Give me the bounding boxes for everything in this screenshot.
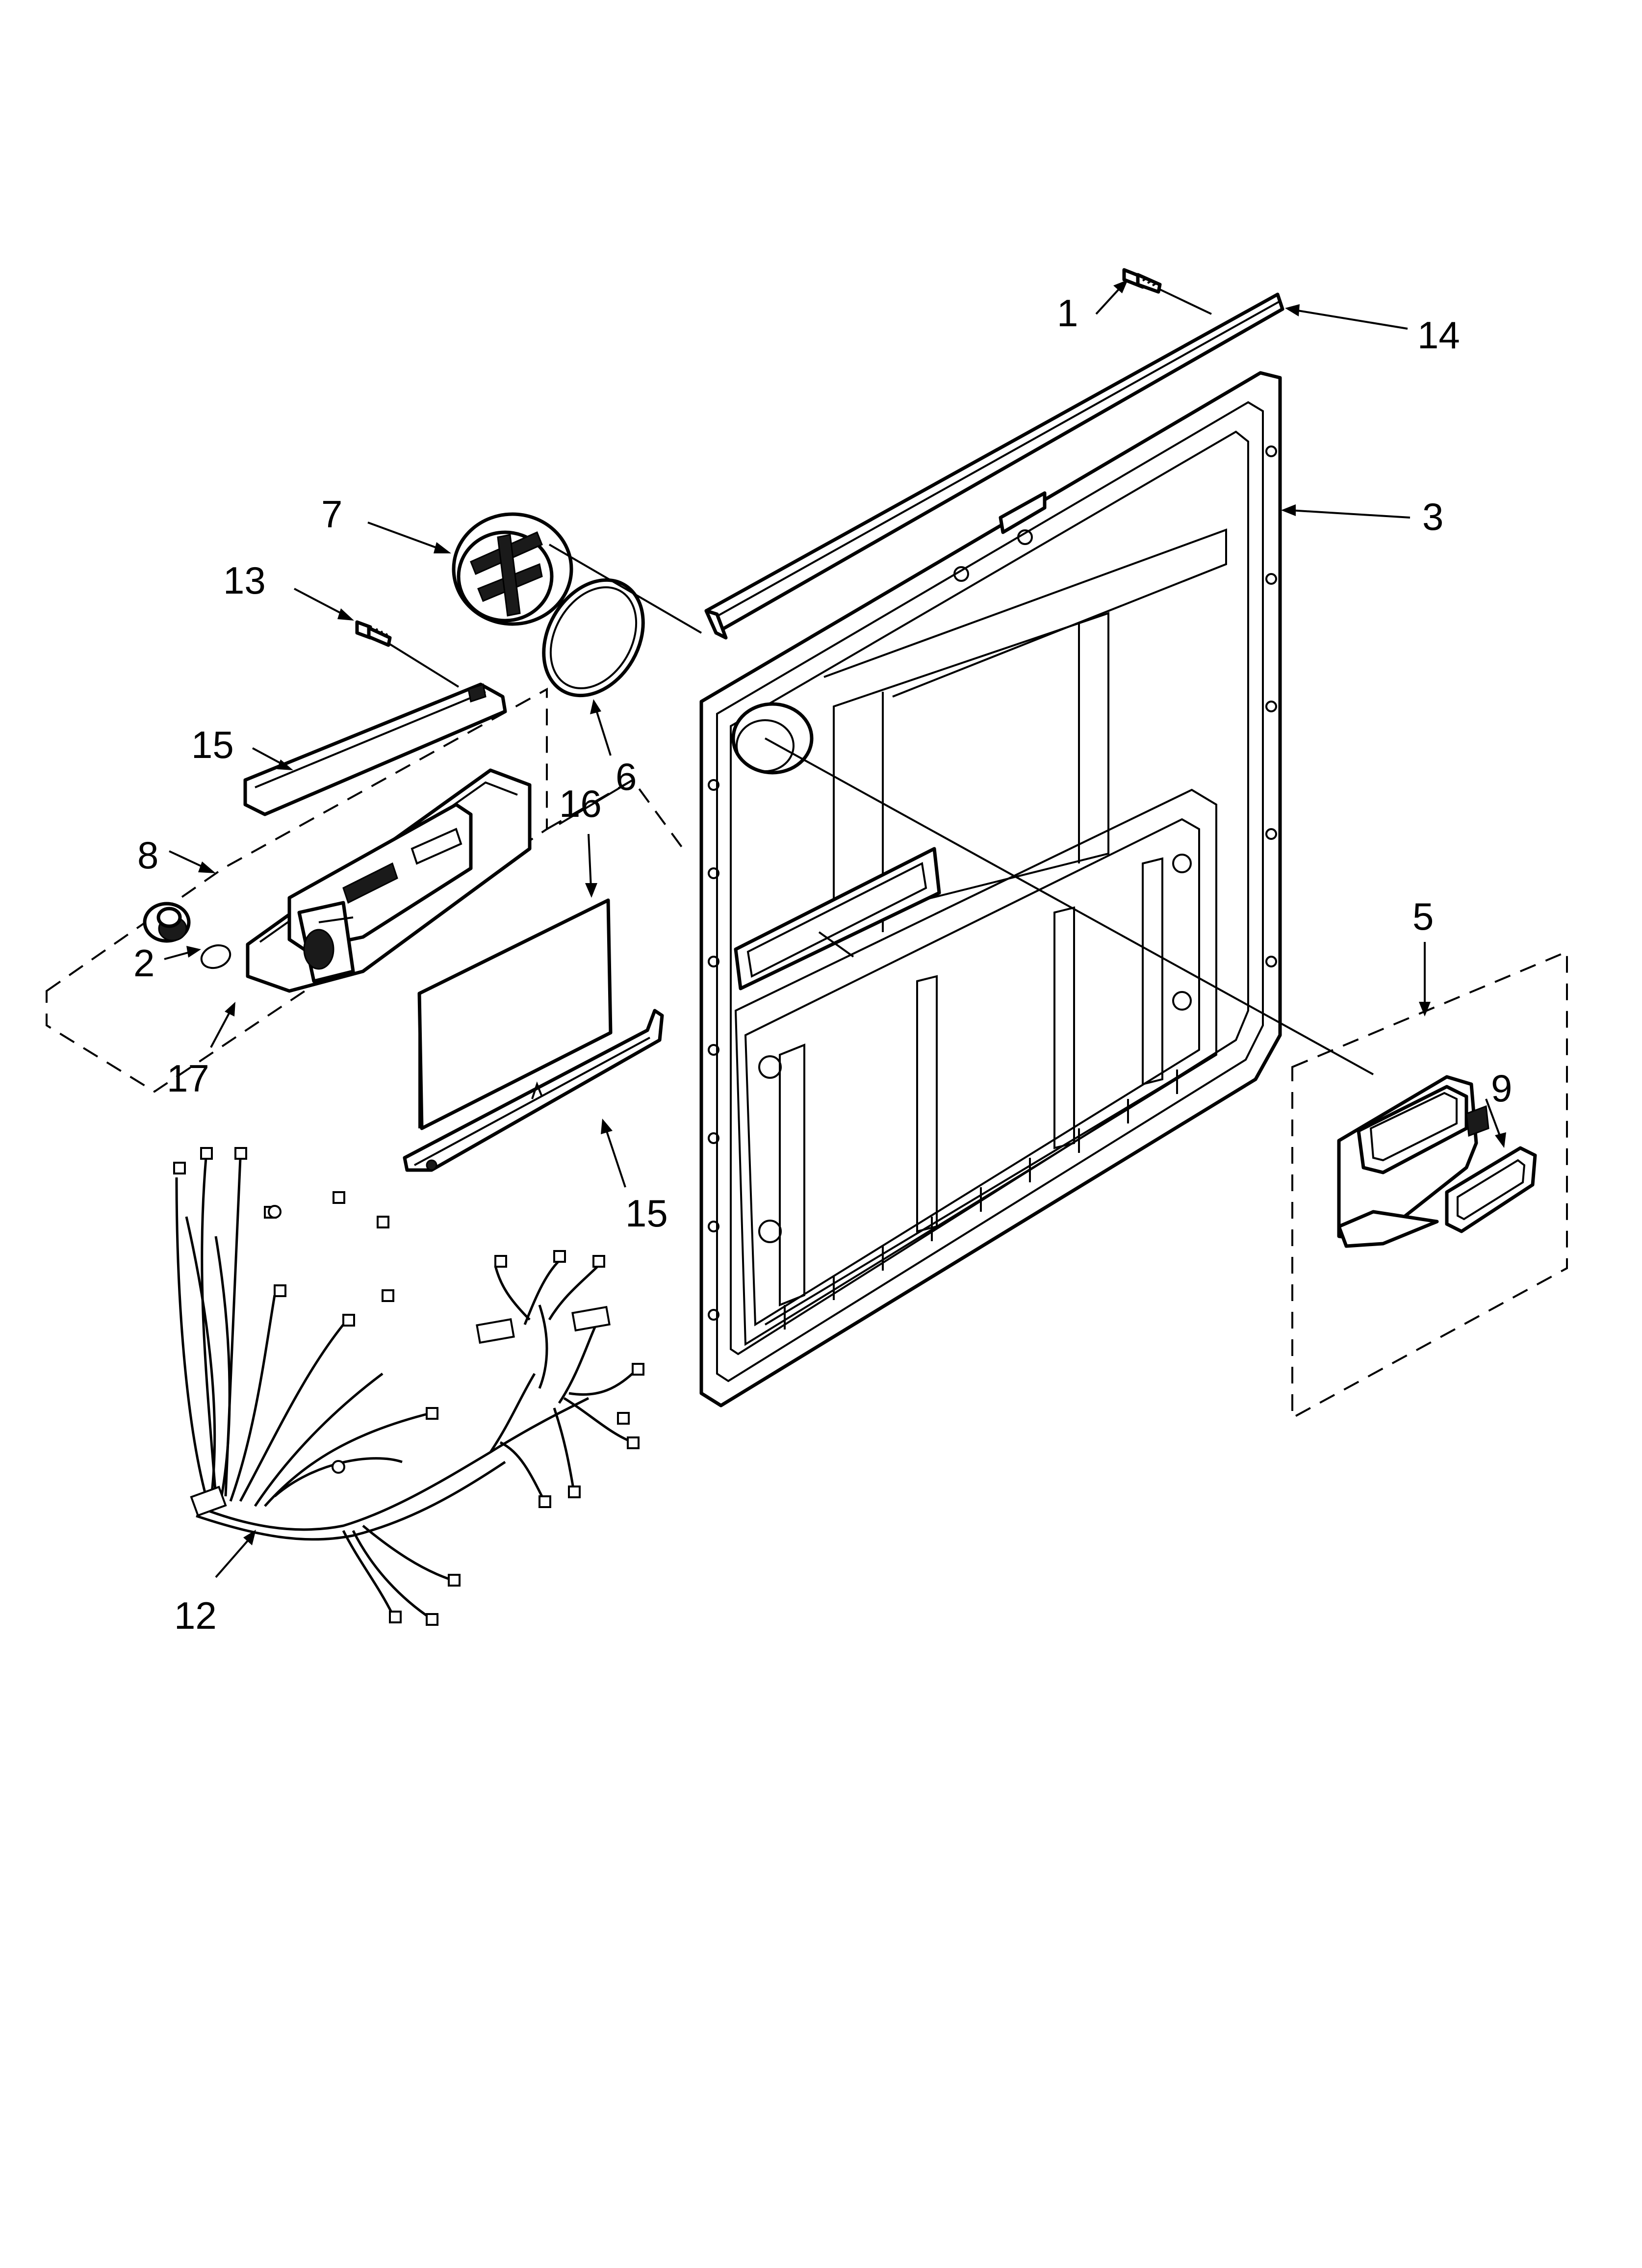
leader-lines	[164, 280, 1506, 1578]
vent-cover	[452, 512, 573, 626]
callout-7: 7	[321, 493, 342, 536]
top-trim-strip	[704, 292, 1284, 640]
dispenser-module	[246, 768, 532, 993]
insulation-sheet	[417, 898, 613, 1130]
screw-icon	[355, 620, 392, 647]
callout-15-upper: 15	[191, 723, 234, 766]
callout-8: 8	[137, 834, 158, 877]
screw-icon	[1122, 268, 1162, 294]
upper-bracket	[243, 682, 507, 816]
callout-13: 13	[223, 559, 266, 602]
wire-harness	[173, 1147, 644, 1626]
callout-2: 2	[133, 941, 154, 985]
control-module	[1337, 1075, 1489, 1248]
callout-6: 6	[616, 755, 637, 798]
lower-bracket	[403, 1009, 664, 1172]
inner-door-panel	[699, 371, 1282, 1408]
seal	[1445, 1146, 1537, 1233]
callout-9: 9	[1491, 1067, 1512, 1110]
callout-1: 1	[1057, 291, 1078, 335]
knob	[143, 902, 191, 943]
callout-labels: 1 2 3 5 6 7 8 9 12 13 14 15 15 16 17	[133, 291, 1512, 1637]
assembly-outline-right	[1291, 950, 1568, 1420]
callout-5: 5	[1412, 895, 1434, 938]
callout-14: 14	[1417, 313, 1460, 357]
callout-15-lower: 15	[625, 1192, 668, 1235]
callout-3: 3	[1422, 495, 1443, 538]
callout-17: 17	[167, 1057, 209, 1100]
callout-12: 12	[174, 1594, 217, 1637]
o-ring	[200, 944, 231, 969]
callout-16: 16	[559, 782, 602, 825]
gasket-ring	[542, 578, 645, 698]
